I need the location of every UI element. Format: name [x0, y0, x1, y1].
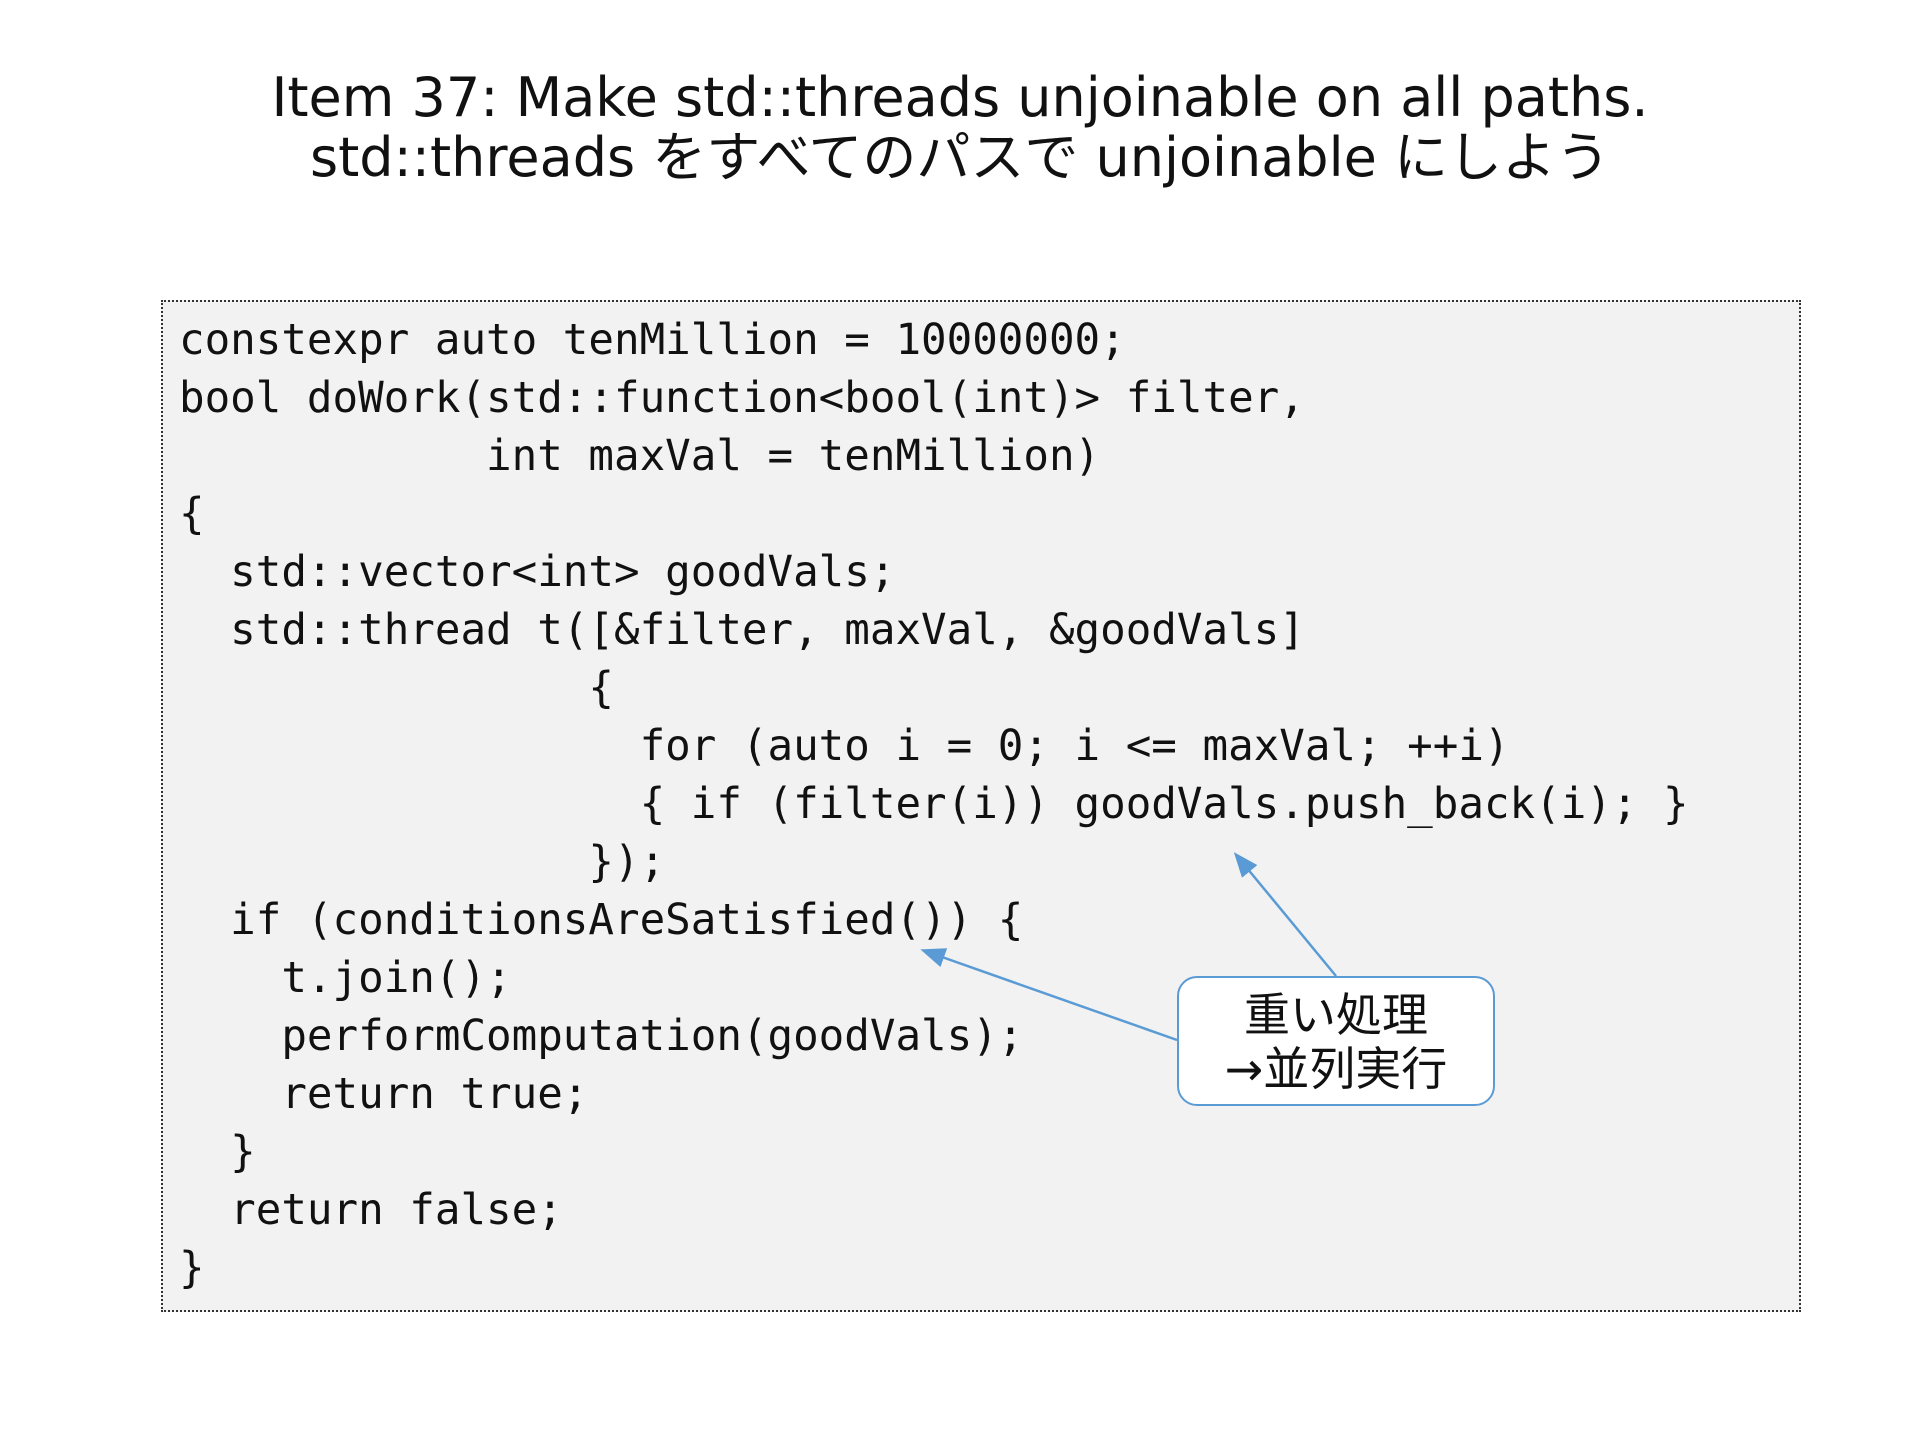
- code-line: }: [179, 1244, 205, 1293]
- slide-title: Item 37: Make std::threads unjoinable on…: [0, 68, 1920, 188]
- code-line: std::vector<int> goodVals;: [179, 548, 896, 597]
- code-line: bool doWork(std::function<bool(int)> fil…: [179, 374, 1305, 423]
- code-line: performComputation(goodVals);: [179, 1012, 1024, 1061]
- title-english: Item 37: Make std::threads unjoinable on…: [271, 66, 1649, 129]
- code-line: int maxVal = tenMillion): [179, 432, 1101, 481]
- code-line: t.join();: [179, 954, 512, 1003]
- code-line: {: [179, 664, 614, 713]
- code-line: constexpr auto tenMillion = 10000000;: [179, 316, 1126, 365]
- code-line: { if (filter(i)) goodVals.push_back(i); …: [179, 780, 1689, 829]
- code-line: return false;: [179, 1186, 563, 1235]
- callout-box: 重い処理 →並列実行: [1177, 976, 1495, 1106]
- callout-heavy-processing: 重い処理: [1244, 988, 1428, 1042]
- code-line: }: [179, 1128, 256, 1177]
- code-line: {: [179, 490, 205, 539]
- callout-parallel-execution: →並列実行: [1224, 1042, 1448, 1096]
- code-line: });: [179, 838, 666, 887]
- code-block: constexpr auto tenMillion = 10000000; boo…: [179, 312, 1689, 1298]
- code-line: for (auto i = 0; i <= maxVal; ++i): [179, 722, 1510, 771]
- code-line: std::thread t([&filter, maxVal, &goodVal…: [179, 606, 1305, 655]
- code-line: return true;: [179, 1070, 589, 1119]
- title-japanese: std::threads をすべてのパスで unjoinable にしよう: [310, 126, 1610, 189]
- code-panel: [161, 300, 1801, 1312]
- code-line: if (conditionsAreSatisfied()) {: [179, 896, 1024, 945]
